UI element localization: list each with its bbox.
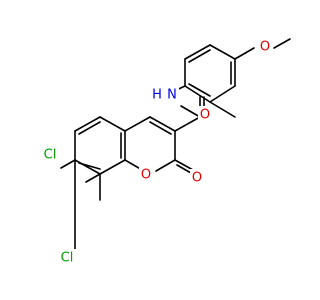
atom-cl6: Cl: [44, 148, 57, 163]
bond: [99, 159, 126, 175]
bond: [209, 85, 236, 103]
bond: [99, 116, 126, 132]
bond: [74, 116, 101, 132]
methoxy-group: [234, 38, 291, 60]
atom-h-amide: H: [152, 88, 162, 103]
chromene-pyranone-ring: [124, 116, 176, 172]
molecule-structure: Cl Cl O O O N H O: [38, 38, 291, 267]
bond: [188, 83, 211, 97]
bond: [155, 159, 176, 172]
bond: [85, 173, 101, 183]
bond: [188, 49, 211, 63]
bond: [74, 159, 101, 175]
bond: [78, 121, 101, 135]
methoxyphenyl-ring: [167, 44, 236, 118]
bond: [149, 116, 176, 132]
chloro-substituents: [60, 159, 101, 251]
lactone-carbonyl: [174, 159, 194, 174]
atom-n-amide: N: [167, 88, 177, 103]
bond: [234, 47, 255, 60]
bond: [184, 44, 211, 60]
bond: [78, 162, 101, 170]
bond: [180, 105, 201, 118]
bond: [184, 85, 211, 103]
atom-o-ring: O: [141, 168, 151, 183]
bond: [209, 44, 236, 60]
bond: [149, 121, 172, 135]
bond: [60, 159, 76, 169]
atom-cl8: Cl: [61, 251, 74, 266]
bond: [174, 116, 201, 132]
atom-labels: Cl Cl O O O N H O: [38, 38, 272, 267]
chromene-benzo-ring: [74, 116, 126, 175]
bond: [176, 164, 192, 174]
bond: [174, 159, 194, 171]
atom-o-methoxy: O: [260, 40, 270, 55]
atom-o-amide: O: [200, 108, 210, 123]
bond: [124, 116, 151, 132]
bond: [273, 38, 291, 49]
atom-o-lactone-carbonyl: O: [192, 171, 202, 186]
bond: [209, 101, 236, 118]
